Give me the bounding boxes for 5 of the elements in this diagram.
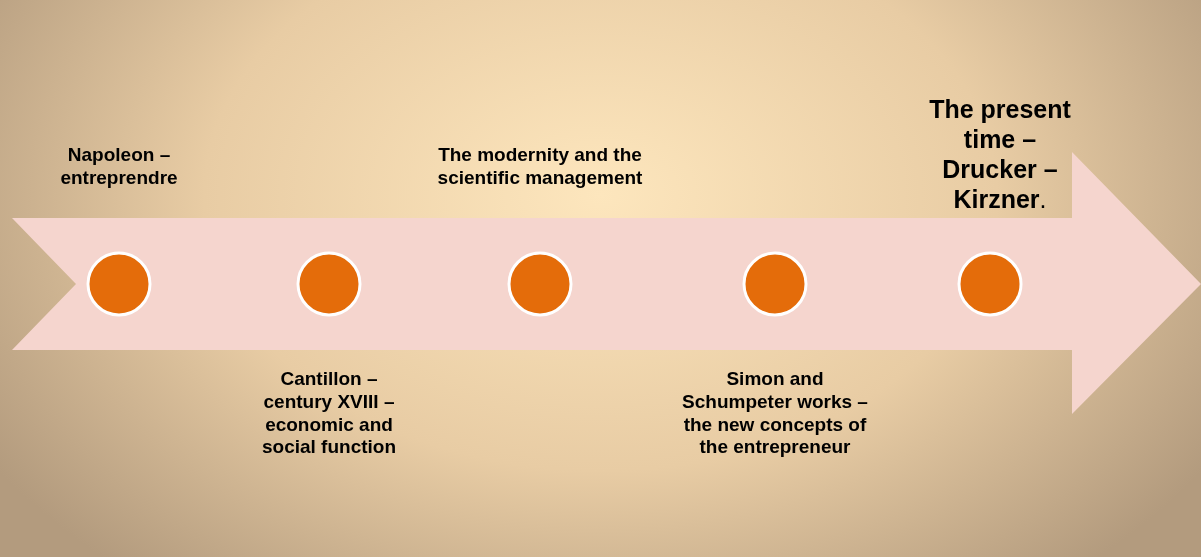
- milestone-label: The present time – Drucker – Kirzner.: [928, 94, 1072, 214]
- milestone-label: The modernity and the scientific management: [436, 144, 644, 190]
- milestone-label: Cantillon – century XVIII – economic and social function: [260, 368, 398, 460]
- milestone-label: Simon and Schumpeter works – the new concepts of the entrepreneur: [681, 368, 869, 460]
- milestone-label: Napoleon – entreprendre: [59, 144, 179, 190]
